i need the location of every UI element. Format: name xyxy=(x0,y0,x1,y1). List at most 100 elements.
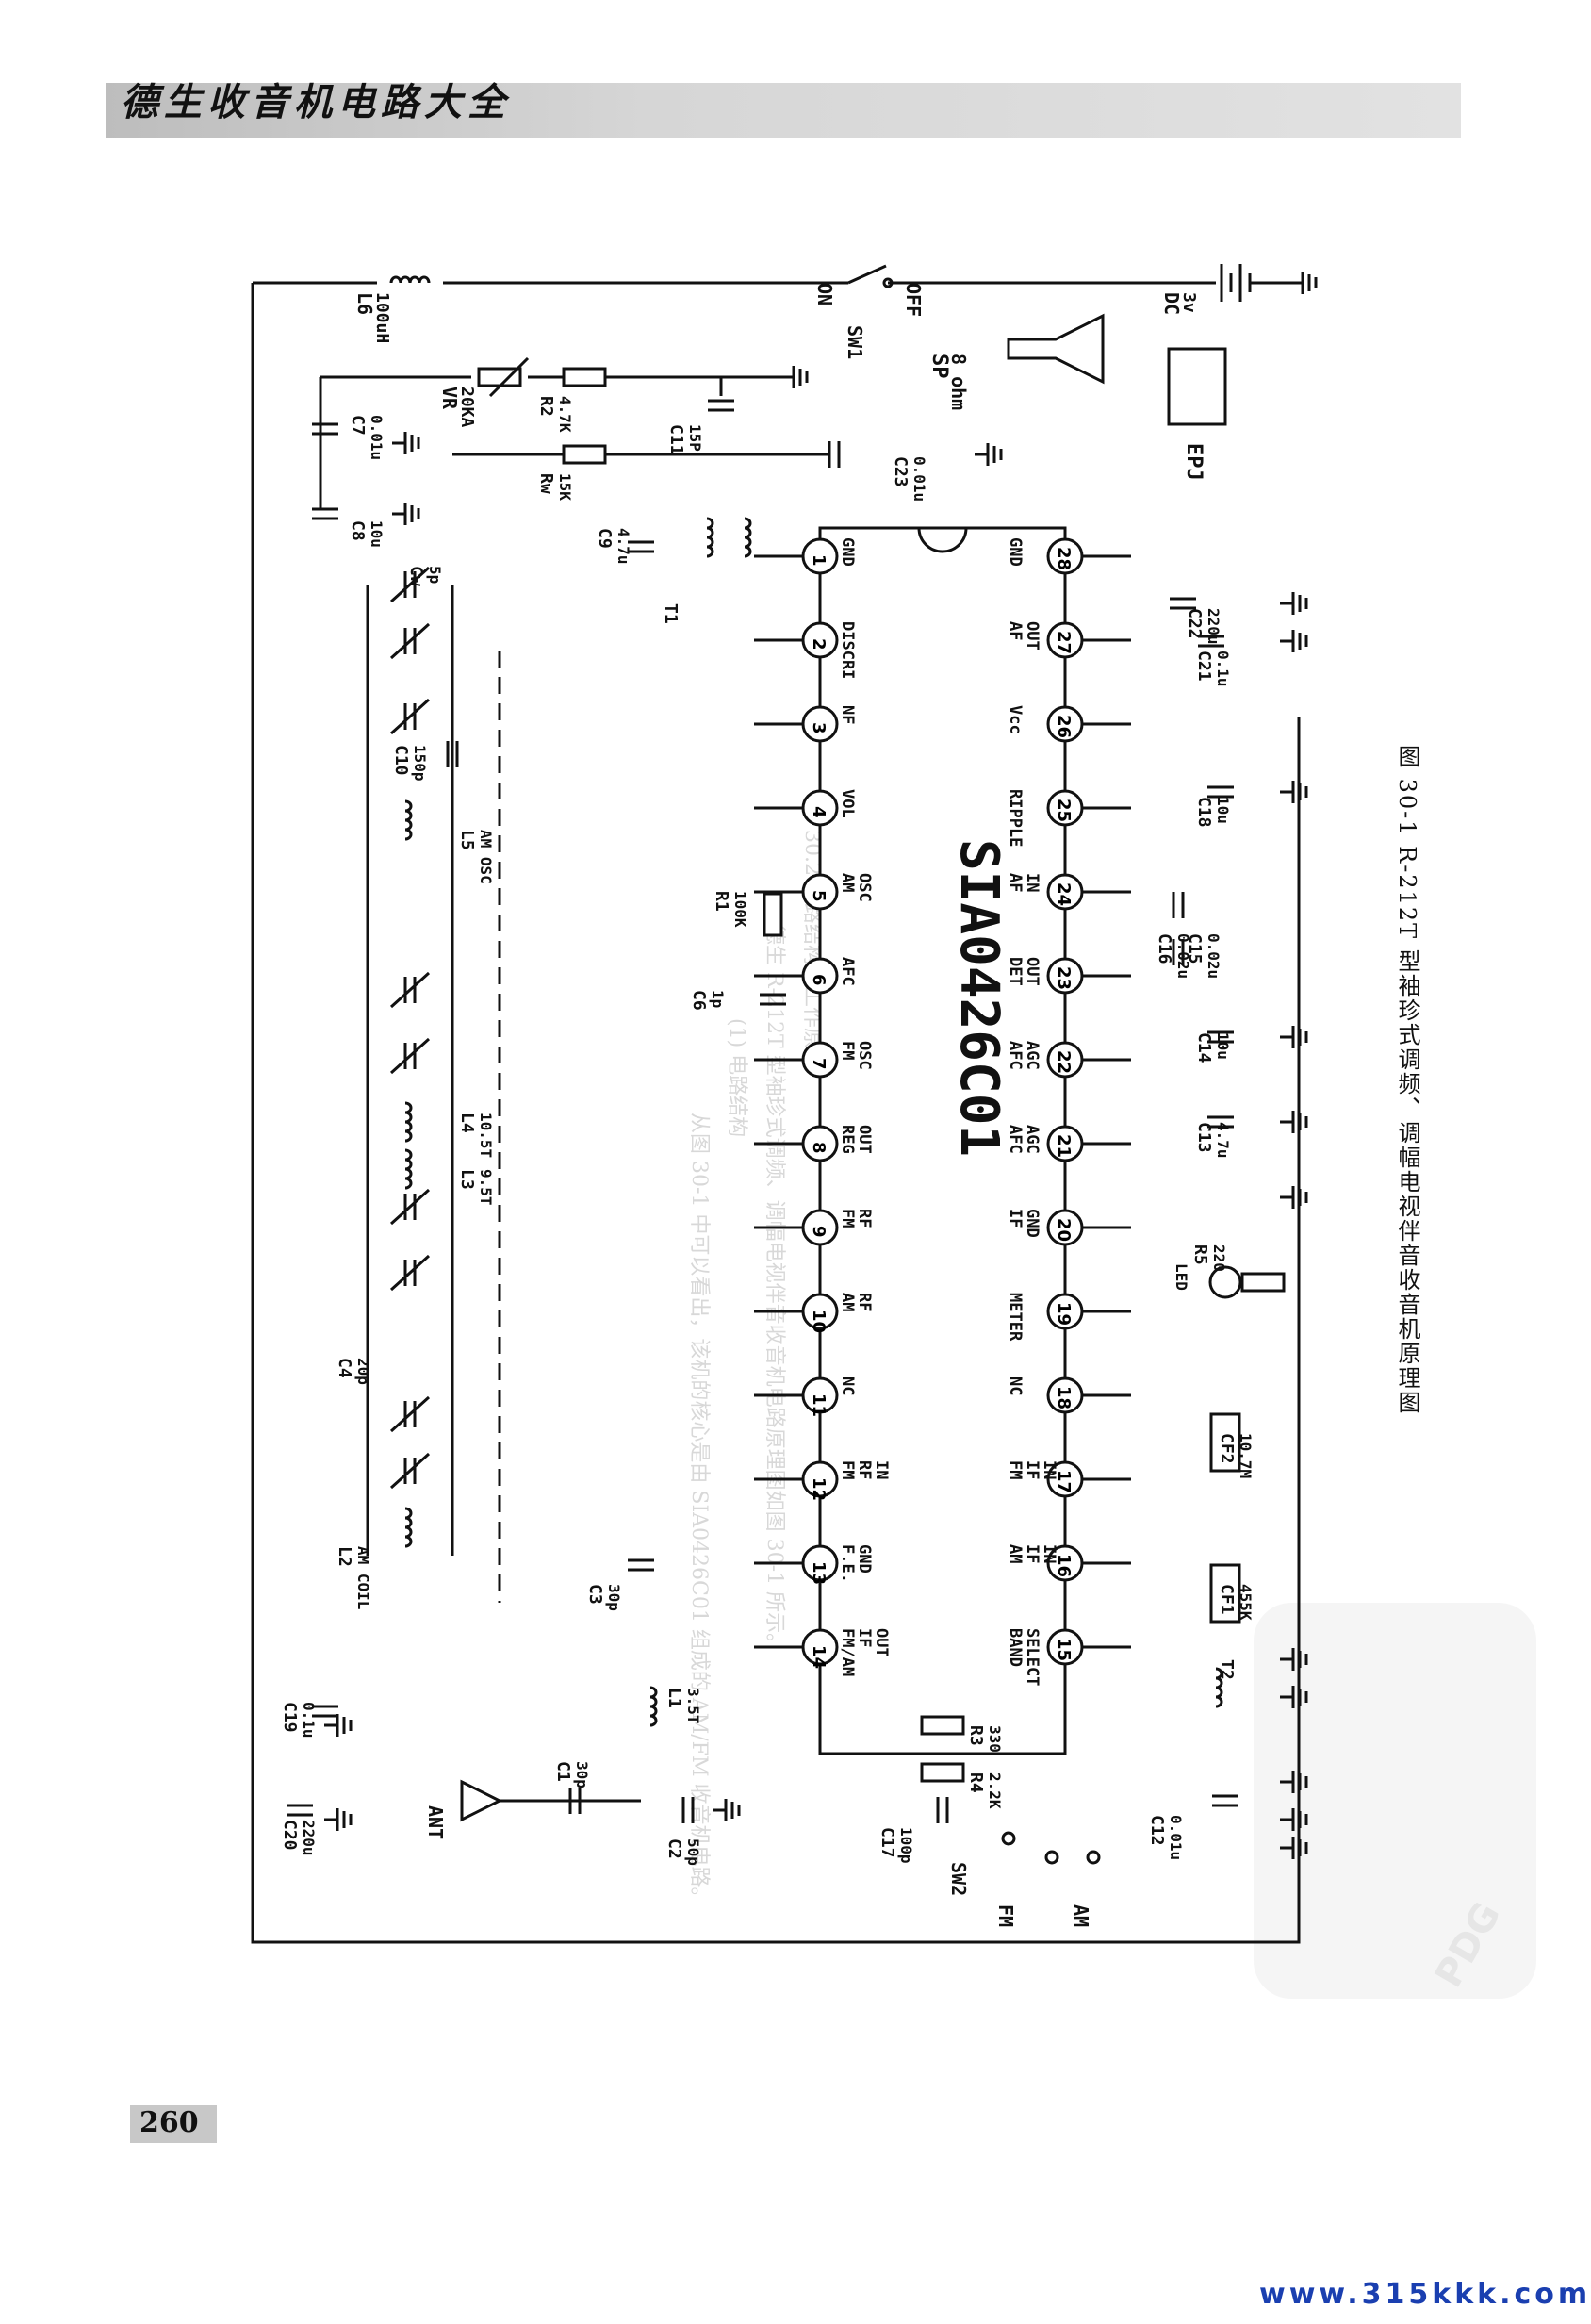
ic-pin-number-19: 19 xyxy=(1054,1302,1074,1326)
ic-pin-2 xyxy=(801,621,839,659)
variable-capacitor-arrow xyxy=(389,1037,431,1075)
ic-pin-label-11: NC xyxy=(838,1376,857,1395)
ic-pin-label-13: F.E. xyxy=(838,1544,857,1583)
ic-pin-number-2: 2 xyxy=(809,638,828,651)
ic-pin-6 xyxy=(801,957,839,995)
ic-notch xyxy=(917,527,968,553)
value-c9: 4.7u xyxy=(615,528,632,565)
label-fm: FM xyxy=(994,1904,1017,1927)
inductor-l3 xyxy=(404,1177,413,1190)
inductor-l3 xyxy=(404,1167,413,1180)
ic-pin-number-5: 5 xyxy=(809,890,828,902)
ic-pin-number-20: 20 xyxy=(1054,1218,1074,1242)
ic-pin-14 xyxy=(801,1628,839,1666)
variable-capacitor-arrow xyxy=(389,566,431,603)
switch-sw2-contact xyxy=(1044,1850,1059,1865)
inductor-l4 xyxy=(404,1111,413,1124)
ic-pin-number-12: 12 xyxy=(809,1477,828,1501)
value-l3: 9.5T xyxy=(477,1169,495,1206)
library-stamp xyxy=(1254,1603,1536,1999)
ic-pin-27 xyxy=(1046,621,1084,659)
transformer-t1-secondary xyxy=(744,517,752,530)
ic-pin-label-17: FM xyxy=(1006,1460,1025,1479)
ic-pin-label-20: IF xyxy=(1006,1209,1025,1228)
ic-pin-number-25: 25 xyxy=(1054,799,1074,822)
ic-pin-18 xyxy=(1046,1376,1084,1414)
inductor-l2 xyxy=(404,1516,413,1529)
label-am: AM xyxy=(1070,1904,1092,1927)
ic-pin-label-15: BAND xyxy=(1006,1628,1025,1667)
ic-pin-22 xyxy=(1046,1041,1084,1079)
label-r4: R4 xyxy=(966,1772,986,1793)
label-l4: L4 xyxy=(457,1113,477,1133)
inductor-l6 xyxy=(399,275,412,284)
label-c22: C22 xyxy=(1185,608,1205,639)
label-l5: L5 xyxy=(457,830,477,850)
ic-pin-label-9: FM xyxy=(838,1209,857,1228)
ic-pin-label-9: RF xyxy=(855,1209,874,1228)
inductor-l1 xyxy=(649,1714,658,1727)
ic-pin-label-22: AGC xyxy=(1023,1041,1042,1070)
ic-pin-label-24: AF xyxy=(1006,873,1025,892)
ic-pin-25 xyxy=(1046,789,1084,827)
ic-pin-5 xyxy=(801,873,839,911)
inductor-l1 xyxy=(649,1705,658,1718)
transformer-t1-secondary xyxy=(744,545,752,558)
ic-pin-label-21: AFC xyxy=(1006,1125,1025,1154)
variable-capacitor-arrow xyxy=(389,1395,431,1433)
label-c4: C4 xyxy=(335,1358,354,1378)
value-cf2: 10.7M xyxy=(1237,1433,1255,1478)
ic-body xyxy=(818,526,1067,1755)
ic-pin-number-7: 7 xyxy=(809,1058,828,1070)
ic-pin-number-28: 28 xyxy=(1054,547,1074,570)
ic-pin-12 xyxy=(801,1460,839,1498)
inductor-l3 xyxy=(404,1158,413,1171)
ic-pin-21 xyxy=(1046,1125,1084,1162)
ic-pin-label-8: OUT xyxy=(855,1125,874,1154)
ic-pin-label-6: AFC xyxy=(838,957,857,986)
ic-pin-label-10: AM xyxy=(838,1293,857,1311)
ic-pin-number-21: 21 xyxy=(1054,1134,1074,1158)
figure-caption: 图 30-1 R-212T 型袖珍式调频、调幅电视伴音收音机原理图 xyxy=(1394,745,1420,1415)
ic-pin-label-18: NC xyxy=(1006,1376,1025,1395)
value-c13: 4.7u xyxy=(1214,1122,1232,1159)
ic-pin-number-8: 8 xyxy=(809,1142,828,1154)
ic-pin-11 xyxy=(801,1376,839,1414)
ic-pin-label-24: IN xyxy=(1023,873,1042,892)
ic-pin-label-15: SELECT xyxy=(1023,1628,1042,1686)
label-ant: ANT xyxy=(424,1805,447,1839)
speaker-symbol xyxy=(1007,313,1105,385)
variable-capacitor-arrow xyxy=(389,622,431,660)
value-c19: 0.1u xyxy=(300,1702,318,1739)
ic-pin-number-27: 27 xyxy=(1054,631,1074,654)
label-rw: Rw xyxy=(536,473,556,494)
value-rw: 15K xyxy=(556,473,574,501)
label-sw2: SW2 xyxy=(947,1862,970,1896)
transformer-t1 xyxy=(706,517,714,530)
label-c21: C21 xyxy=(1194,651,1214,682)
value-c20: 220u xyxy=(300,1820,318,1856)
inductor-l5 xyxy=(404,809,413,822)
header-bar xyxy=(106,83,1461,138)
label-t2: T2 xyxy=(1217,1659,1237,1680)
label-t1: T1 xyxy=(661,603,681,624)
ic-pin-label-8: REG xyxy=(838,1125,857,1154)
value-c23: 0.01u xyxy=(910,456,928,502)
ic-pin-number-9: 9 xyxy=(809,1226,828,1238)
ic-pin-label-16: AM xyxy=(1006,1544,1025,1563)
antenna-symbol xyxy=(460,1779,503,1822)
value-c22: 220u xyxy=(1205,608,1222,645)
transformer-t1-secondary xyxy=(744,526,752,539)
value-c2: 50p xyxy=(684,1838,702,1866)
inductor-l6 xyxy=(408,275,421,284)
label-c11: C11 xyxy=(666,424,686,455)
ic-pin-label-26: Vcc xyxy=(1006,705,1025,734)
ic-pin-3 xyxy=(801,705,839,743)
ic-pin-1 xyxy=(801,537,839,575)
site-watermark: www.315kkk.com xyxy=(1259,2278,1591,2311)
inductor-l2 xyxy=(404,1525,413,1539)
ic-pin-23 xyxy=(1046,957,1084,995)
variable-capacitor-arrow xyxy=(389,1254,431,1292)
label-c20: C20 xyxy=(280,1820,300,1851)
ic-pin-26 xyxy=(1046,705,1084,743)
